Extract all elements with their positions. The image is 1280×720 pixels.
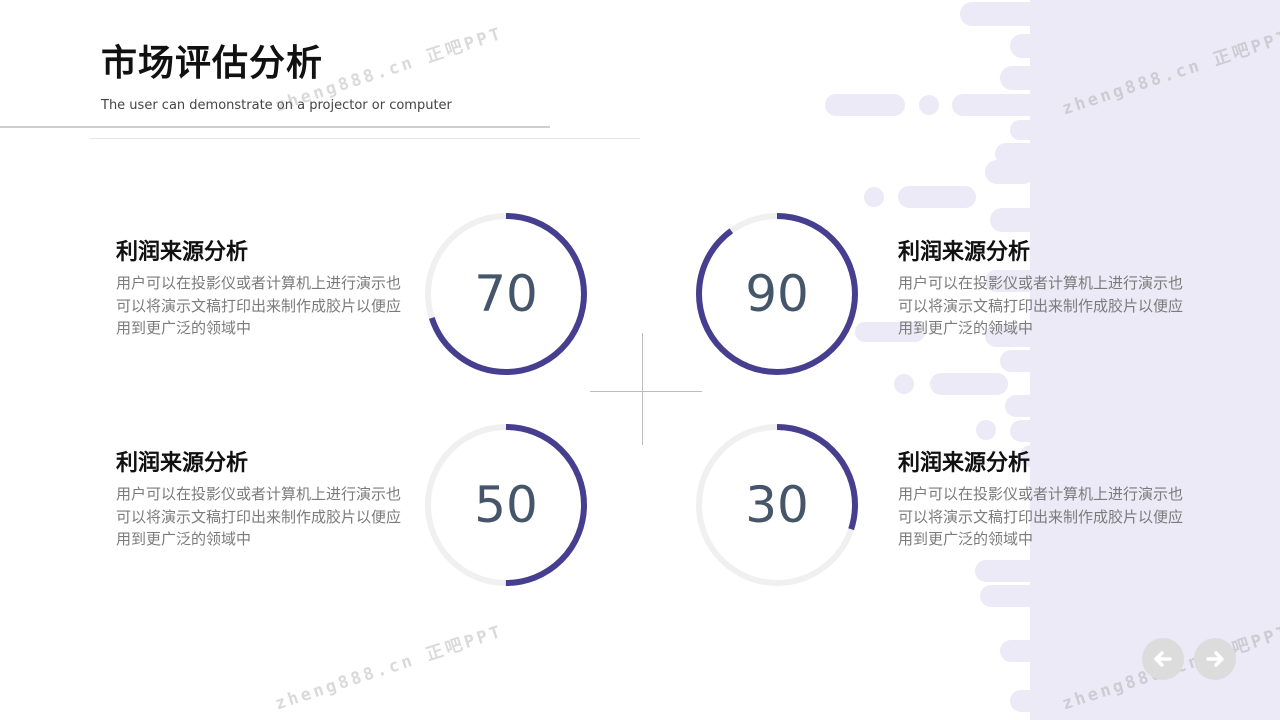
- center-cross-vertical: [642, 333, 643, 445]
- header: 市场评估分析 The user can demonstrate on a pro…: [101, 43, 452, 114]
- ring-value: 50: [474, 476, 538, 534]
- ring-value: 30: [745, 476, 809, 534]
- arrow-left-icon: [1154, 651, 1172, 667]
- item-title: 利润来源分析: [116, 451, 249, 476]
- header-divider: [0, 126, 550, 128]
- ring-progress-arc: [425, 424, 587, 586]
- item-title: 利润来源分析: [898, 451, 1031, 476]
- center-cross-horizontal: [590, 391, 702, 392]
- progress-ring-4: 30: [692, 420, 862, 590]
- item-title: 利润来源分析: [116, 240, 249, 265]
- page-subtitle: The user can demonstrate on a projector …: [101, 98, 452, 113]
- arrow-right-icon: [1206, 651, 1224, 667]
- header-divider-secondary: [90, 138, 640, 139]
- item-description: 用户可以在投影仪或者计算机上进行演示也可以将演示文稿打印出来制作成胶片以便应用到…: [898, 485, 1184, 549]
- item-description: 用户可以在投影仪或者计算机上进行演示也可以将演示文稿打印出来制作成胶片以便应用到…: [898, 274, 1184, 338]
- item-block-2: 利润来源分析 用户可以在投影仪或者计算机上进行演示也可以将演示文稿打印出来制作成…: [898, 240, 1188, 340]
- item-block-4: 利润来源分析 用户可以在投影仪或者计算机上进行演示也可以将演示文稿打印出来制作成…: [898, 451, 1188, 551]
- item-block-1: 利润来源分析 用户可以在投影仪或者计算机上进行演示也可以将演示文稿打印出来制作成…: [116, 240, 406, 340]
- item-description: 用户可以在投影仪或者计算机上进行演示也可以将演示文稿打印出来制作成胶片以便应用到…: [116, 485, 402, 549]
- prev-slide-button[interactable]: [1142, 638, 1184, 680]
- ring-value: 90: [745, 265, 809, 323]
- ring-value: 70: [474, 265, 538, 323]
- progress-ring-3: 50: [421, 420, 591, 590]
- progress-ring-1: 70: [421, 209, 591, 379]
- ring-progress-arc: [696, 424, 858, 586]
- item-description: 用户可以在投影仪或者计算机上进行演示也可以将演示文稿打印出来制作成胶片以便应用到…: [116, 274, 402, 338]
- ring-progress-arc: [696, 213, 858, 375]
- progress-ring-2: 90: [692, 209, 862, 379]
- item-block-3: 利润来源分析 用户可以在投影仪或者计算机上进行演示也可以将演示文稿打印出来制作成…: [116, 451, 406, 551]
- item-title: 利润来源分析: [898, 240, 1031, 265]
- next-slide-button[interactable]: [1194, 638, 1236, 680]
- page-title: 市场评估分析: [101, 43, 324, 84]
- ring-progress-arc: [425, 213, 587, 375]
